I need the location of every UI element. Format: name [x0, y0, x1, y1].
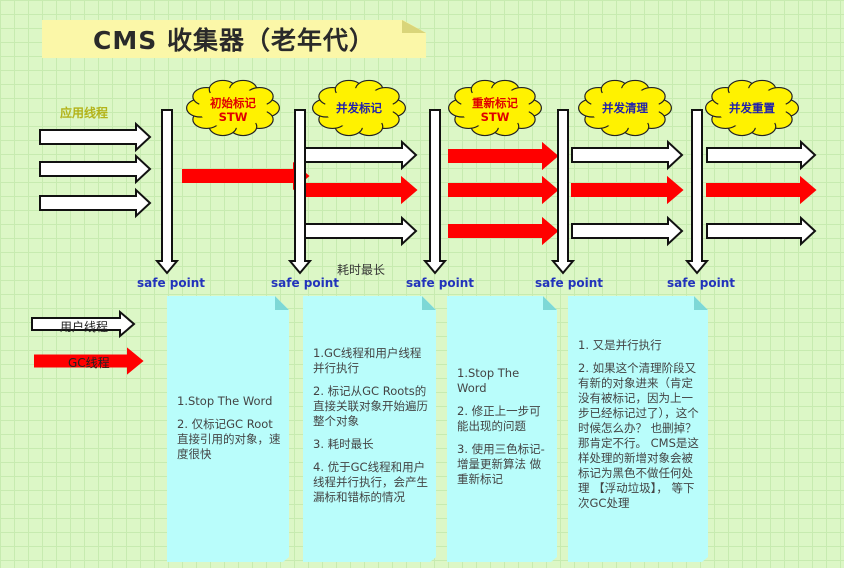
- user-thread-arrow: [706, 215, 817, 247]
- safe-point-arrow: [550, 109, 576, 275]
- phase-cloud: [312, 79, 406, 137]
- phase-name: 重新标记: [472, 96, 518, 110]
- note-body: 1.Stop The Word 2. 修正上一步可能出现的问题 3. 使用三色标…: [457, 366, 551, 495]
- note-body: 1. 又是并行执行 2. 如果这个清理阶段又有新的对象进来（肯定没有被标记，因为…: [578, 338, 702, 519]
- legend-gc-thread-label: GC线程: [68, 356, 110, 370]
- cloud-core: [590, 88, 660, 128]
- note-body: 1.Stop The Word 2. 仅标记GC Root直接引用的对象，速度很…: [177, 394, 283, 470]
- phase-cloud: [578, 79, 673, 137]
- legend-gc-thread-arrow: [34, 347, 144, 375]
- gc-thread-arrow: [182, 161, 310, 191]
- safe-point-label-4: safe point: [535, 276, 604, 290]
- safe-point-label-1: safe point: [137, 276, 206, 290]
- safe-point-arrow: [684, 109, 710, 275]
- note-line: 2. 如果这个清理阶段又有新的对象进来（肯定没有被标记，因为上一步已经标记过了）…: [578, 361, 699, 510]
- user-thread-arrow: [571, 139, 684, 171]
- safe-point-arrow: [287, 109, 313, 275]
- user-thread-arrow: [706, 139, 817, 171]
- note-concurrent-sweep: 1. 又是并行执行 2. 如果这个清理阶段又有新的对象进来（肯定没有被标记，因为…: [568, 296, 708, 562]
- cloud-core: [717, 88, 787, 128]
- user-thread-arrow: [571, 215, 684, 247]
- phase-concurrent-sweep: 并发清理: [602, 101, 648, 115]
- note-line: 2. 仅标记GC Root直接引用的对象，速度很快: [177, 417, 281, 461]
- note-initial-mark: 1.Stop The Word 2. 仅标记GC Root直接引用的对象，速度很…: [167, 296, 289, 562]
- cloud-core: [324, 88, 394, 128]
- safe-point-arrow: [422, 109, 448, 275]
- phase-cloud: [185, 79, 280, 137]
- phase-cloud: [705, 79, 800, 137]
- note-line: 1.Stop The Word: [177, 394, 273, 408]
- gc-thread-arrow: [571, 175, 684, 205]
- note-concurrent-mark: 1.GC线程和用户线程并行执行 2. 标记从GC Roots的直接关联对象开始遍…: [303, 296, 436, 562]
- note-line: 2. 修正上一步可能出现的问题: [457, 404, 541, 433]
- app-thread-arrow: [39, 187, 152, 219]
- note-body: 1.GC线程和用户线程并行执行 2. 标记从GC Roots的直接关联对象开始遍…: [313, 346, 430, 513]
- safe-point-label-5: safe point: [667, 276, 736, 290]
- note-remark: 1.Stop The Word 2. 修正上一步可能出现的问题 3. 使用三色标…: [447, 296, 557, 562]
- note-line: 3. 使用三色标记-增量更新算法 做重新标记: [457, 442, 545, 486]
- user-thread-arrow: [304, 215, 418, 247]
- safe-point-label-3: safe point: [406, 276, 475, 290]
- note-line: 4. 优于GC线程和用户线程并行执行，会产生漏标和错标的情况: [313, 460, 428, 504]
- safe-point-arrow: [154, 109, 180, 275]
- gc-thread-arrow: [706, 175, 817, 205]
- phase-cloud: [448, 79, 543, 137]
- phase-concurrent-mark: 并发标记: [336, 101, 382, 115]
- safe-point-label-2: safe point: [271, 276, 340, 290]
- legend-user-thread-label: 用户线程: [60, 320, 109, 334]
- user-thread-arrow: [304, 139, 418, 171]
- note-line: 1.GC线程和用户线程并行执行: [313, 346, 422, 375]
- phase-concurrent-reset: 并发重置: [729, 101, 775, 115]
- note-line: 1. 又是并行执行: [578, 338, 662, 352]
- app-thread-arrow: [39, 153, 152, 185]
- note-line: 1.Stop The Word: [457, 366, 520, 395]
- note-line: 2. 标记从GC Roots的直接关联对象开始遍历整个对象: [313, 384, 428, 428]
- phase-name: 初始标记: [210, 96, 256, 110]
- gc-thread-arrow: [448, 175, 559, 205]
- cloud-core: [460, 88, 530, 128]
- gc-thread-arrow: [448, 216, 559, 246]
- gc-thread-arrow: [448, 141, 559, 171]
- note-line: 3. 耗时最长: [313, 437, 374, 451]
- legend-user-thread-arrow: [31, 309, 136, 339]
- app-thread-arrow: [39, 121, 152, 153]
- diagram-title: CMS 收集器（老年代）: [93, 26, 375, 55]
- app-threads-label: 应用线程: [60, 106, 109, 120]
- longest-time-label: 耗时最长: [337, 263, 386, 277]
- phase-stw: STW: [480, 110, 510, 124]
- title-banner: CMS 收集器（老年代）: [42, 20, 426, 58]
- cloud-core: [198, 88, 268, 128]
- gc-thread-arrow: [304, 175, 418, 205]
- phase-stw: STW: [218, 110, 248, 124]
